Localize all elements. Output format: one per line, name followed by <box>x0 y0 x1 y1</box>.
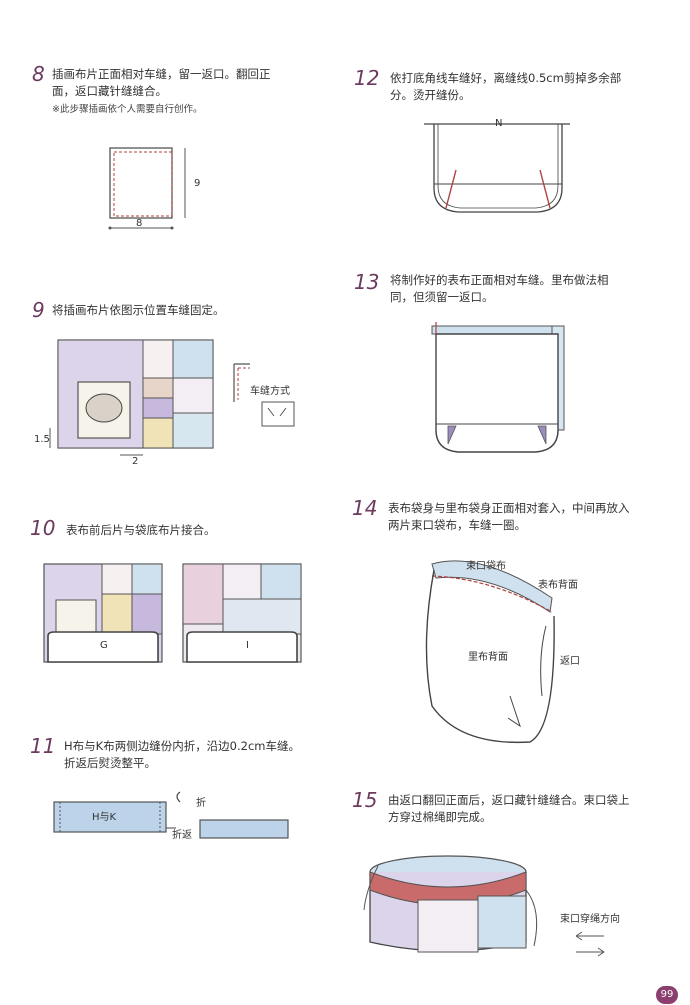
step-13-bag-diagram <box>431 322 565 453</box>
step-10-text: 表布前后片与袋底布片接合。 <box>66 523 216 537</box>
fold-label: 折 <box>196 798 206 809</box>
step-10-front-panel <box>43 563 163 663</box>
cord-direction-label: 束口穿绳方向 <box>560 914 620 925</box>
step-14-bag-diagram <box>425 560 555 744</box>
step-11-text: H布与K布两侧边缝份内折，沿边0.2cm车缝。折返后熨烫整平。 <box>64 739 301 770</box>
step-8-note: ※此步骤插画依个人需要自行创作。 <box>52 104 203 115</box>
sew-method-label: 车缝方式 <box>250 386 290 397</box>
cord-direction-arrows-icon <box>575 931 605 957</box>
step-8-number: 8 <box>32 62 45 86</box>
dim-2-label: 2 <box>132 456 139 467</box>
dim-1-5-label: 1.5 <box>34 434 50 445</box>
step-14-text: 表布袋身与里布袋身正面相对套入，中间再放入两片束口袋布，车缝一圈。 <box>388 501 630 532</box>
step-8-diagram <box>108 147 186 230</box>
dim-8-label: 8 <box>136 218 143 229</box>
fold-back-label: 折返 <box>172 830 192 841</box>
step-12-bag-diagram <box>424 123 570 213</box>
step-15-finished-bag <box>363 855 538 953</box>
piece-i-label: I <box>246 640 249 651</box>
step-9-number: 9 <box>32 298 45 322</box>
step-11-strip-diagram <box>53 791 289 839</box>
step-15-number: 15 <box>352 788 378 812</box>
dim-9-label: 9 <box>194 178 201 189</box>
step-13-text: 将制作好的表布正面相对车缝。里布做法相同，但须留一返口。 <box>390 273 609 304</box>
piece-g-label: G <box>100 640 108 651</box>
page-number: 99 <box>656 986 678 1004</box>
step-8-body: 插画布片正面相对车缝，留一返口。翻回正面，返口藏针缝缝合。 <box>52 67 271 98</box>
lining-back-label: 里布背面 <box>468 652 508 663</box>
step-12-text: 依打底角线车缝好，离缝线0.5cm剪掉多余部分。烫开缝份。 <box>390 71 622 102</box>
step-12-n-mark: N <box>495 118 503 129</box>
step-10-back-panel <box>182 563 302 663</box>
outer-back-label: 表布背面 <box>538 580 578 591</box>
step-14-number: 14 <box>352 496 378 520</box>
step-15-text: 由返口翻回正面后，返口藏针缝缝合。束口袋上方穿过棉绳即完成。 <box>388 793 630 824</box>
hk-label: H与K <box>92 812 117 823</box>
drawstring-fabric-label: 束口袋布 <box>466 561 506 572</box>
step-11-number: 11 <box>30 734 56 758</box>
step-8-text: 插画布片正面相对车缝，留一返口。翻回正面，返口藏针缝缝合。 ※此步骤插画依个人需… <box>52 66 282 118</box>
step-10-number: 10 <box>30 516 56 540</box>
step-13-number: 13 <box>354 270 380 294</box>
step-9-patchwork-diagram <box>49 339 214 456</box>
sew-method-icon <box>233 363 295 427</box>
step-9-text: 将插画布片依图示位置车缝固定。 <box>52 303 225 317</box>
opening-label: 返口 <box>560 656 580 667</box>
step-12-number: 12 <box>354 66 380 90</box>
